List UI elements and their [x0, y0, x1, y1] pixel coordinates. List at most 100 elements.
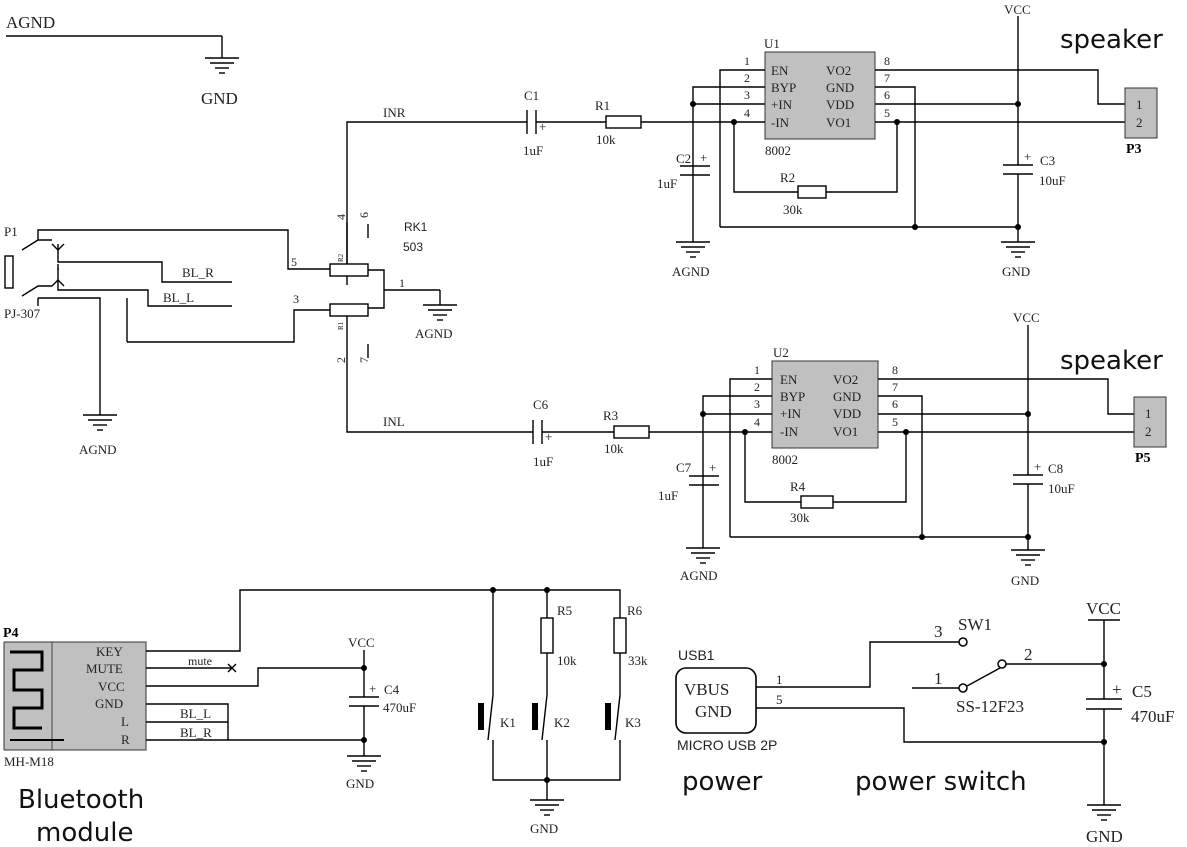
pin-num: 4 [744, 106, 750, 120]
usb-part: MICRO USB 2P [677, 737, 777, 753]
gnd-symbol [1010, 549, 1046, 566]
ic-u1-ref: U1 [764, 36, 780, 51]
pin-num: 8 [892, 363, 898, 377]
pin-num: 1 [754, 363, 760, 377]
r4-ref: R4 [790, 479, 806, 494]
c8-value: 10uF [1048, 481, 1075, 496]
r3-ref: R3 [603, 408, 618, 423]
pushbutton-k1 [478, 694, 494, 741]
ic-u2-pin-vdd: VDD [833, 406, 861, 421]
k3-label: K3 [625, 715, 641, 730]
antenna-icon [10, 650, 44, 730]
gnd-symbol [1086, 804, 1122, 821]
pin-num: 3 [934, 622, 943, 641]
amplifier-u2: U2 8002 EN BYP +IN -IN VO2 GND VDD VO1 1… [346, 310, 1167, 588]
svg-text:+: + [1024, 149, 1031, 164]
ic-u1-pin-vdd: VDD [826, 97, 854, 112]
agnd-symbol [685, 547, 721, 564]
pin-num: 1 [1136, 97, 1143, 112]
svg-text:+: + [369, 681, 376, 696]
vcc-label: VCC [1004, 2, 1031, 17]
pin-num: 6 [892, 397, 898, 411]
agnd-label: AGND [79, 442, 117, 457]
pot-tag: R1 [337, 321, 345, 330]
agnd-symbol [675, 241, 711, 258]
svg-text:+: + [1112, 680, 1122, 699]
switch-sw1-part: SS-12F23 [956, 697, 1024, 716]
ic-u2-pin-gnd: GND [833, 389, 861, 404]
pin-num: 2 [754, 380, 760, 394]
pin-num: 4 [334, 214, 348, 220]
r6-ref: R6 [627, 603, 643, 618]
net-bl-l-bt: BL_L [180, 706, 211, 721]
gnd-label: GND [201, 89, 238, 108]
agnd-label: AGND [680, 568, 718, 583]
resistor-r1 [605, 115, 642, 129]
pin-num: 1 [744, 54, 750, 68]
ic-u1-pin-vo2: VO2 [826, 63, 851, 78]
r5-ref: R5 [557, 603, 572, 618]
bt-module-ref: P4 [3, 626, 19, 641]
power-switch-caption: power switch [855, 767, 1027, 797]
usb-pin-vbus: VBUS [684, 680, 729, 699]
pot-tag: R2 [337, 253, 345, 262]
ic-u1-part: 8002 [765, 143, 791, 158]
ic-u1-pin-byp: BYP [771, 80, 796, 95]
resistor-r5 [540, 617, 554, 654]
bt-pin-gnd: GND [95, 696, 123, 711]
c1-ref: C1 [524, 88, 539, 103]
bt-pin-vcc: VCC [98, 679, 125, 694]
gnd-symbol [204, 57, 240, 74]
ic-u2-body [771, 360, 879, 449]
pot-rk1-ref: RK1 [404, 220, 428, 234]
net-bl-r-left: BL_R [182, 265, 214, 280]
ic-u1-pin-gnd: GND [826, 80, 854, 95]
bt-pin-l: L [121, 714, 129, 729]
pin-num: 2 [1145, 424, 1152, 439]
ic-u2-ref: U2 [773, 345, 789, 360]
ic-u2-pin-inp: +IN [780, 406, 802, 421]
pin-num: 6 [884, 88, 890, 102]
gnd-symbol [529, 799, 565, 816]
c2-ref: C2 [676, 151, 691, 166]
switch-sw1-ref: SW1 [958, 615, 992, 634]
jack-p1-part: PJ-307 [4, 306, 41, 321]
potentiometer-rk1-a [329, 263, 369, 277]
r6-value: 33k [628, 653, 648, 668]
r3-value: 10k [604, 441, 624, 456]
button-ladder: R5 10k R6 33k K1 K2 K3 GND [478, 587, 648, 836]
vcc-label: VCC [1013, 310, 1040, 325]
gnd-symbol [346, 755, 382, 772]
c1-value: 1uF [523, 143, 543, 158]
vcc-label: VCC [348, 635, 375, 650]
ic-u2-part: 8002 [772, 452, 798, 467]
pin-num: 3 [293, 292, 299, 306]
ic-u2-pin-en: EN [780, 372, 798, 387]
r2-ref: R2 [780, 170, 795, 185]
c3-value: 10uF [1039, 173, 1066, 188]
c4-value: 470uF [383, 700, 416, 715]
agnd-symbol [82, 414, 118, 431]
pin-num: 5 [776, 692, 783, 707]
gnd-label: GND [1002, 264, 1030, 279]
resistor-r4 [800, 495, 834, 509]
net-inl-label: INL [383, 414, 405, 429]
pin-num: 2 [1136, 115, 1143, 130]
c7-value: 1uF [658, 488, 678, 503]
c2-value: 1uF [657, 176, 677, 191]
pin-num: 1 [776, 672, 783, 687]
bt-module-part: MH-M18 [4, 754, 54, 769]
svg-text:+: + [539, 119, 546, 134]
net-bl-r-bt: BL_R [180, 725, 212, 740]
k1-label: K1 [500, 715, 516, 730]
agnd-gnd-tie: AGND GND [6, 13, 240, 108]
c7-ref: C7 [676, 460, 692, 475]
ic-u2-pin-byp: BYP [780, 389, 805, 404]
pin-num: 3 [744, 88, 750, 102]
r1-value: 10k [596, 132, 616, 147]
pin-num: 4 [754, 415, 760, 429]
bt-module-body [3, 641, 147, 751]
k2-label: K2 [554, 715, 570, 730]
power-section: USB1 VBUS GND MICRO USB 2P 1 5 power 3 1… [675, 599, 1174, 846]
